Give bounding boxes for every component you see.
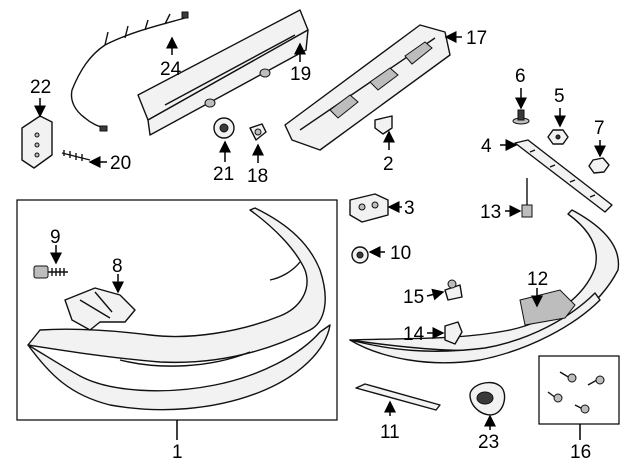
callout-8: 8 (112, 256, 123, 277)
part-15-clip (444, 279, 463, 301)
callout-3: 3 (404, 198, 415, 219)
part-4-bracket (514, 139, 613, 213)
callout-19: 19 (290, 64, 311, 85)
callout-13: 13 (480, 202, 501, 223)
callout-6: 6 (515, 66, 526, 87)
part-10-nut (351, 246, 369, 264)
part-19-reinforcement (137, 9, 309, 136)
part-9-screw (33, 265, 68, 279)
part-13-bolt (521, 178, 533, 218)
callout-24: 24 (160, 59, 182, 80)
part-21-grommet (213, 117, 235, 139)
part-3-bracket (349, 193, 389, 223)
part-7-nut (588, 157, 610, 174)
callout-12: 12 (527, 269, 548, 290)
part-5-nut (547, 129, 569, 145)
callout-17: 17 (466, 28, 487, 49)
callout-16: 16 (570, 442, 591, 463)
callout-15: 15 (403, 287, 424, 308)
part-12-valance (349, 209, 620, 364)
callout-4: 4 (481, 136, 492, 157)
callout-23: 23 (478, 432, 499, 453)
part-14-bracket (444, 321, 463, 345)
part-18-clip (249, 123, 267, 141)
callout-21: 21 (213, 164, 234, 185)
leader-lines (34, 31, 606, 440)
callout-2: 2 (383, 154, 394, 175)
part-1-bumper-cover (27, 207, 331, 411)
callout-5: 5 (554, 86, 565, 107)
part-11-molding (355, 383, 441, 411)
callout-14: 14 (403, 324, 425, 345)
callout-1: 1 (172, 442, 183, 463)
part-16-fasteners (547, 371, 605, 414)
part-20-stud (61, 150, 91, 161)
callout-9: 9 (50, 227, 61, 248)
callout-7: 7 (594, 118, 605, 139)
callout-11: 11 (380, 422, 400, 443)
callout-22: 22 (30, 77, 51, 98)
part-2-clip (374, 115, 393, 135)
callout-10: 10 (390, 243, 411, 264)
part-6-pin (512, 109, 530, 125)
part-24-wiring-harness (70, 11, 189, 132)
callout-18: 18 (247, 166, 268, 187)
callout-20: 20 (110, 153, 131, 174)
part-8-bracket (64, 287, 136, 331)
part-22-bracket (21, 115, 53, 169)
part-17-absorber (284, 24, 451, 151)
callout-labels: 1 2 3 4 5 6 7 8 9 10 11 12 13 14 15 16 1… (30, 28, 605, 463)
part-23-sensor (469, 381, 506, 416)
part-16-frame (538, 355, 620, 425)
